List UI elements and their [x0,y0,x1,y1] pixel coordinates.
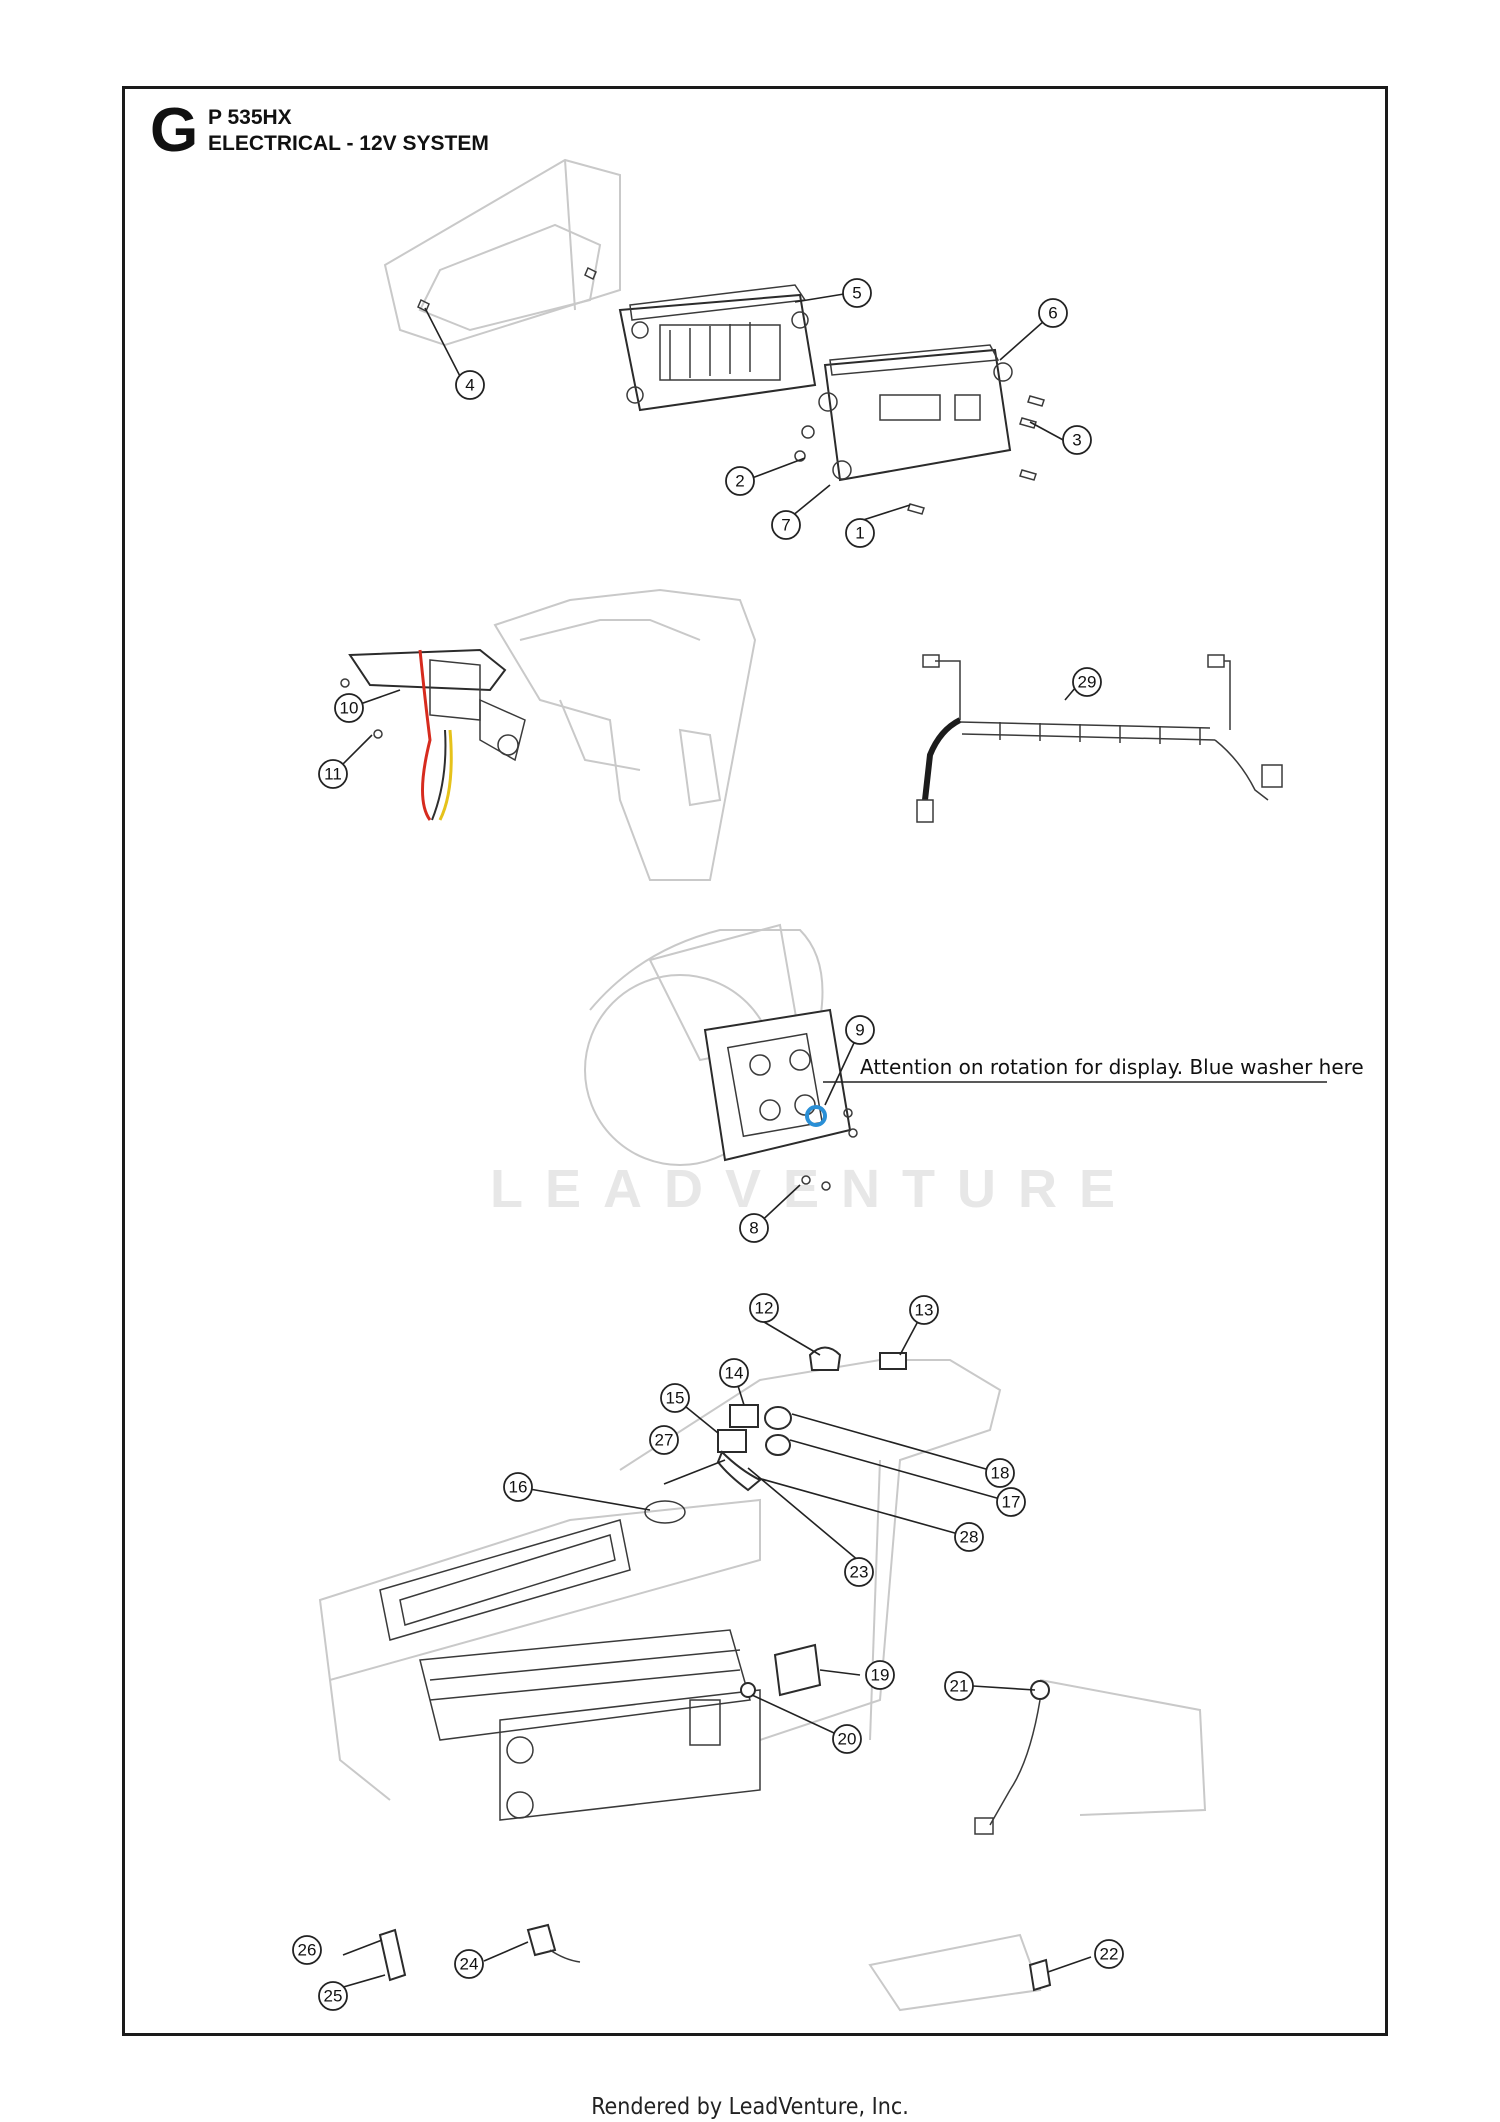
callout-3: 3 [1062,425,1092,455]
section-title: ELECTRICAL - 12V SYSTEM [208,132,489,155]
loose-parts [378,1923,1052,2012]
callout-12: 12 [749,1293,779,1323]
svg-text:23: 23 [850,1563,869,1582]
callout-11: 11 [318,759,348,789]
svg-text:29: 29 [1078,673,1097,692]
svg-text:26: 26 [298,1941,317,1960]
callout-7: 7 [771,510,801,540]
callout-14: 14 [719,1358,749,1388]
svg-text:22: 22 [1100,1945,1119,1964]
callout-27: 27 [649,1425,679,1455]
sensor-21 [974,1679,1207,1835]
svg-text:2: 2 [735,472,744,491]
light-bracket [340,648,526,762]
wire-harness-29 [916,654,1283,823]
callout-8: 8 [739,1213,769,1243]
svg-text:27: 27 [655,1431,674,1450]
callout-15: 15 [660,1383,690,1413]
svg-text:1: 1 [855,524,864,543]
svg-text:7: 7 [781,516,790,535]
callout-25: 25 [318,1981,348,2011]
fender-ghost [318,1359,1002,1801]
leader-lines [332,293,1092,1991]
model-label: P 535HX [208,106,292,129]
svg-text:9: 9 [855,1021,864,1040]
callout-22: 22 [1094,1939,1124,1969]
callout-20: 20 [832,1724,862,1754]
section-letter: G [150,96,199,165]
svg-text:5: 5 [852,284,861,303]
svg-text:14: 14 [725,1364,744,1383]
svg-text:4: 4 [465,376,474,395]
fuse-box [618,284,817,412]
svg-text:6: 6 [1048,304,1057,323]
svg-text:25: 25 [324,1987,343,2006]
svg-text:28: 28 [960,1528,979,1547]
svg-text:8: 8 [749,1219,758,1238]
svg-text:21: 21 [950,1677,969,1696]
display-unit [703,1008,858,1191]
ecu-module [818,344,1013,482]
svg-text:24: 24 [460,1955,479,1974]
callout-23: 23 [844,1557,874,1587]
dash-ghost [493,588,757,881]
callout-2: 2 [725,466,755,496]
svg-text:17: 17 [1002,1493,1021,1512]
svg-text:15: 15 [666,1389,685,1408]
svg-text:3: 3 [1072,431,1081,450]
battery-tray [379,1519,761,1821]
small-hardware [417,266,1045,515]
callout-13: 13 [909,1295,939,1325]
footer-credit: Rendered by LeadVenture, Inc. [591,2094,909,2120]
callout-9: 9 [845,1015,875,1045]
diagram-frame [122,86,1388,2036]
blue-washer [805,1105,827,1127]
callout-17: 17 [996,1487,1026,1517]
callout-26: 26 [292,1935,322,1965]
svg-text:18: 18 [991,1464,1010,1483]
callout-29: 29 [1072,667,1102,697]
callout-28: 28 [954,1522,984,1552]
callout-1: 1 [845,518,875,548]
svg-text:20: 20 [838,1730,857,1749]
callout-6: 6 [1038,298,1068,328]
callout-21: 21 [944,1671,974,1701]
watermark: LEADVENTURE [490,1159,1138,1219]
display-rotation-note: Attention on rotation for display. Blue … [860,1055,1364,1079]
relay-parts [740,1643,822,1698]
callout-24: 24 [454,1949,484,1979]
callout-16: 16 [503,1472,533,1502]
svg-text:11: 11 [324,765,342,784]
callout-18: 18 [985,1458,1015,1488]
callout-10: 10 [334,693,364,723]
callout-19: 19 [865,1660,895,1690]
dash-console-parts [644,1346,907,1524]
bracket-ghost [383,158,621,347]
svg-text:13: 13 [915,1301,934,1320]
svg-text:12: 12 [755,1299,774,1318]
light-wires [418,649,453,821]
svg-text:19: 19 [871,1666,890,1685]
callout-4: 4 [455,370,485,400]
svg-text:10: 10 [340,699,359,718]
svg-text:16: 16 [509,1478,528,1497]
callout-5: 5 [842,278,872,308]
